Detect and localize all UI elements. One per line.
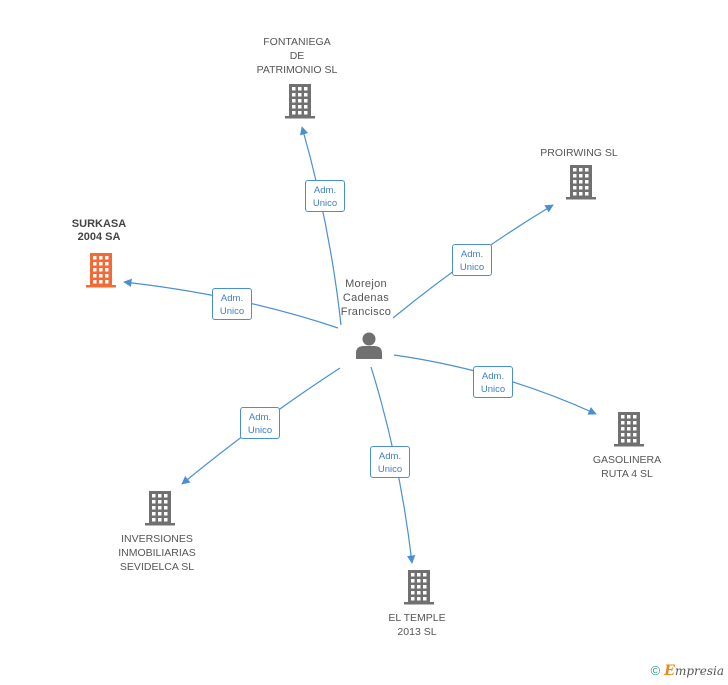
relation-text: Adm. — [481, 371, 505, 382]
relation-text: Unico — [480, 384, 506, 395]
edge-fontaniega — [300, 126, 342, 326]
relation-label-el-temple[interactable]: Adm. Unico — [370, 446, 410, 478]
relation-label-gasolinera[interactable]: Adm. Unico — [473, 366, 513, 398]
relation-text: Unico — [247, 425, 273, 436]
building-icon-fontaniega[interactable] — [283, 83, 317, 124]
person-name-line: Cadenas — [342, 292, 390, 304]
copyright-icon: © — [650, 663, 661, 678]
relation-text: Adm. — [460, 249, 484, 260]
relation-label-proirwing[interactable]: Adm. Unico — [452, 244, 492, 276]
company-name-line: GASOLINERA — [592, 454, 662, 466]
building-icon-gasolinera[interactable] — [612, 411, 646, 452]
building-icon-inversiones[interactable] — [143, 490, 177, 531]
footer-brand[interactable]: ©Empresia — [651, 663, 724, 679]
brand-name: mpresia — [674, 664, 724, 678]
relation-text: Unico — [312, 198, 338, 209]
company-name-line: 2004 SA — [77, 231, 121, 243]
company-name-line: PROIRWING SL — [540, 147, 618, 159]
relation-label-fontaniega[interactable]: Adm. Unico — [305, 180, 345, 212]
building-icon-surkasa[interactable] — [84, 252, 118, 293]
building-icon-proirwing[interactable] — [564, 164, 598, 205]
relation-text: Unico — [219, 306, 245, 317]
company-name-line: SURKASA — [71, 218, 127, 230]
company-name-el-temple[interactable]: EL TEMPLE 2013 SL — [388, 611, 445, 639]
company-name-line: EL TEMPLE — [388, 612, 446, 624]
relation-text: Adm. — [313, 185, 337, 196]
building-icon-el-temple[interactable] — [402, 569, 436, 610]
company-name-fontaniega[interactable]: FONTANIEGA DE PATRIMONIO SL — [257, 35, 338, 77]
relation-text: Adm. — [220, 293, 244, 304]
company-name-line: FONTANIEGA — [263, 36, 331, 48]
company-name-line: DE — [289, 50, 305, 62]
company-name-line: RUTA 4 SL — [601, 468, 653, 480]
relation-text: Unico — [459, 262, 485, 273]
relation-label-surkasa[interactable]: Adm. Unico — [212, 288, 252, 320]
person-name-line: Morejon — [345, 278, 387, 290]
company-name-line: 2013 SL — [397, 626, 437, 638]
company-name-line: INMOBILIARIAS — [118, 547, 196, 559]
person-icon[interactable] — [354, 330, 384, 365]
relation-text: Adm. — [248, 412, 272, 423]
company-name-line: INVERSIONES — [121, 533, 193, 545]
relation-text: Adm. — [378, 451, 402, 462]
person-name-line: Francisco — [340, 306, 392, 318]
relation-label-inversiones[interactable]: Adm. Unico — [240, 407, 280, 439]
brand-initial: E — [664, 663, 675, 679]
company-name-line: SEVIDELCA SL — [119, 561, 195, 573]
relation-text: Unico — [377, 464, 403, 475]
company-name-inversiones[interactable]: INVERSIONES INMOBILIARIAS SEVIDELCA SL — [118, 532, 196, 574]
company-name-gasolinera[interactable]: GASOLINERA RUTA 4 SL — [593, 453, 661, 481]
company-name-proirwing[interactable]: PROIRWING SL — [540, 146, 617, 160]
company-name-line: PATRIMONIO SL — [256, 64, 338, 76]
